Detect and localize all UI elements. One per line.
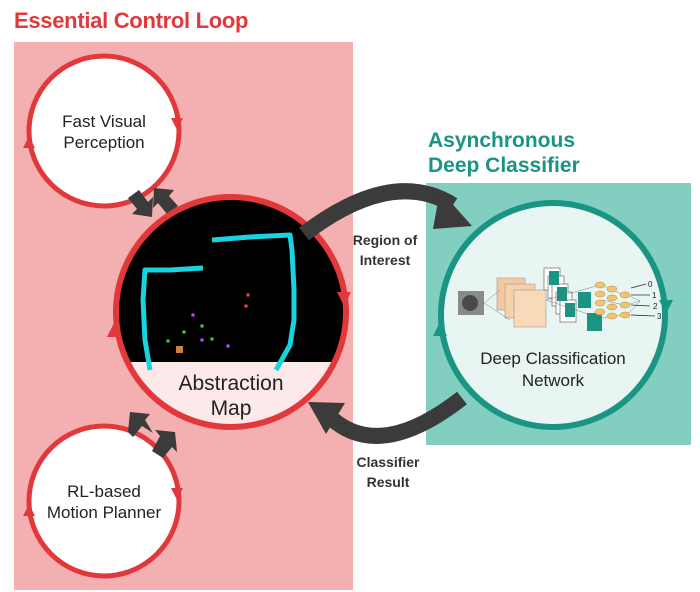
- classifier-node-circle: [438, 200, 668, 430]
- classifier-loop-arrowhead-right: [659, 300, 673, 314]
- classifier-label-line2: Network: [521, 371, 585, 390]
- map-to-perception-arrow: [153, 188, 178, 214]
- classifier-label-line1: Deep Classification: [480, 349, 626, 368]
- neural-network-icon: 0 1 2 3: [458, 267, 662, 331]
- map-loop-arrowhead-left: [107, 323, 121, 337]
- abstraction-map-ring: [113, 194, 349, 430]
- result-label-line2: Result: [366, 474, 410, 490]
- roi-label-line2: Interest: [359, 252, 411, 268]
- classifier-loop-arrowhead-left: [433, 322, 447, 336]
- planner-to-map-arrow: [128, 412, 153, 437]
- robot-marker: [176, 346, 183, 353]
- network-output-1: 1: [652, 291, 657, 300]
- roi-label-line1: Region of: [352, 232, 418, 248]
- planner-label-line1: RL-based: [67, 482, 141, 501]
- map-loop-arrowhead-right: [337, 292, 351, 306]
- perception-loop-arrowhead-left: [23, 136, 35, 148]
- classifier-result-arrowhead: [308, 402, 345, 434]
- planner-label-line2: Motion Planner: [46, 503, 162, 522]
- network-output-2: 2: [653, 302, 658, 311]
- perception-node-circle: [26, 53, 182, 209]
- planner-loop-arrowhead-left: [23, 504, 35, 516]
- abstraction-label-line2: Map: [210, 397, 252, 420]
- planner-node-circle: [26, 423, 182, 579]
- network-output-0: 0: [648, 280, 653, 289]
- perception-label-line2: Perception: [63, 133, 145, 152]
- asynchronous-classifier-title-line2: Deep Classifier: [428, 154, 580, 177]
- classifier-node-label: Deep Classification Network: [463, 348, 643, 392]
- abstraction-label-line1: Abstraction: [178, 372, 284, 395]
- perception-loop-arrowhead-right: [171, 118, 183, 130]
- asynchronous-classifier-title: Asynchronous Deep Classifier: [428, 128, 580, 178]
- result-label-line1: Classifier: [356, 454, 420, 470]
- map-path: [140, 232, 297, 372]
- planner-loop-arrowhead-right: [171, 488, 183, 500]
- essential-control-loop-title: Essential Control Loop: [14, 8, 249, 33]
- region-of-interest-arrow-body: [299, 183, 458, 241]
- region-of-interest-label: Region of Interest: [340, 230, 430, 270]
- classifier-result-label: Classifier Result: [343, 452, 433, 492]
- region-of-interest-arrowhead: [433, 190, 472, 229]
- perception-label-line1: Fast Visual: [62, 112, 146, 131]
- perception-to-map-arrow: [128, 190, 153, 217]
- asynchronous-classifier-title-line1: Asynchronous: [428, 129, 576, 152]
- classifier-result-arrow-body: [325, 391, 467, 444]
- map-dots: [166, 293, 250, 348]
- network-output-3: 3: [657, 312, 662, 321]
- map-to-planner-arrow: [152, 430, 177, 458]
- planner-node-label: RL-based Motion Planner: [29, 481, 179, 523]
- perception-node-label: Fast Visual Perception: [34, 111, 174, 153]
- abstraction-map-label: Abstraction Map: [151, 371, 311, 421]
